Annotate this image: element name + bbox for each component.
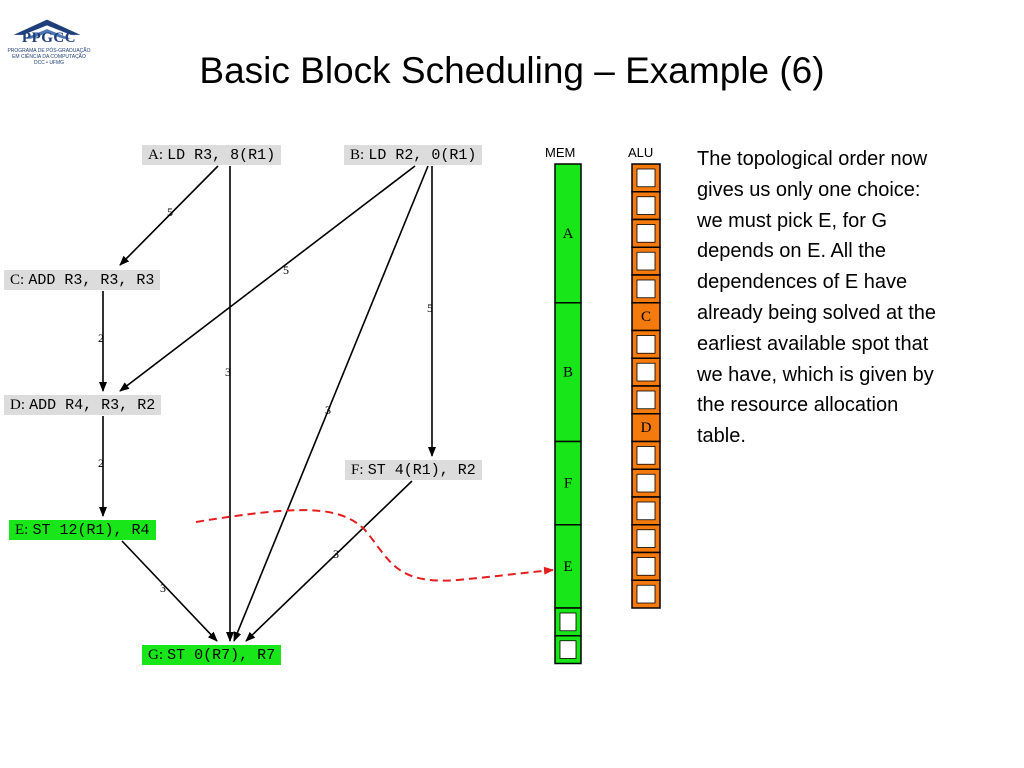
logo-subtitle-3: DCC • UFMG: [33, 60, 65, 66]
edge-weight-f-g: 3: [333, 547, 339, 561]
node-c-instruction: ADD R3, R3, R3: [28, 272, 155, 289]
edge-weight-c-d: 2: [98, 331, 104, 345]
logo-subtitle-1: PROGRAMA DE PÓS-GRADUAÇÃO: [7, 48, 91, 54]
schedule-arrow: [195, 509, 554, 582]
alu-slot: [631, 302, 661, 332]
edge-weight-a-c: 5: [167, 205, 173, 219]
mem-block-label-f: F: [564, 476, 572, 492]
node-f: F: ST 4(R1), R2: [345, 460, 482, 480]
node-b-label: B:: [350, 147, 365, 163]
edge-a-c: [119, 165, 219, 266]
alu-slot-label-d: D: [641, 420, 652, 436]
edge-weight-e-g: 3: [160, 581, 166, 595]
mem-column-label: MEM: [545, 145, 576, 160]
mem-block-e: [554, 524, 582, 609]
edge-b-g: [233, 165, 429, 642]
alu-slot: [631, 413, 661, 443]
alu-free-slot-box: [636, 446, 656, 465]
node-b-instruction: LD R2, 0(R1): [368, 147, 477, 164]
explanation-text: The topological order now gives us only …: [697, 148, 937, 448]
mem-block-f: [554, 440, 582, 526]
mem-free-slot-box: [559, 612, 577, 632]
edge-weight-d-e: 2: [98, 456, 104, 470]
alu-free-slot-box: [636, 501, 656, 521]
alu-free-slot-box: [636, 224, 656, 243]
alu-free-slot-box: [636, 390, 656, 410]
mem-block-label-a: A: [563, 226, 574, 242]
edge-weight-b-g: 3: [325, 403, 331, 417]
node-f-label: F:: [351, 462, 364, 478]
alu-free-slot-box: [636, 362, 656, 382]
edge-b-d: [119, 165, 416, 392]
edge-f-g: [245, 480, 413, 642]
node-d: D: ADD R4, R3, R2: [4, 395, 162, 415]
node-d-label: D:: [10, 397, 25, 413]
edge-e-g: [121, 540, 218, 642]
alu-slot-label-c: C: [641, 309, 651, 325]
logo-text: PPGCC: [21, 30, 77, 46]
mem-block-label-b: B: [563, 365, 573, 381]
mem-block-label-e: E: [563, 559, 572, 575]
edge-weight-b-f: 5: [427, 301, 433, 315]
alu-free-slot-box: [636, 196, 656, 215]
node-g-instruction: ST 0(R7), R7: [167, 647, 276, 664]
edge-weight-b-d: 5: [283, 263, 289, 277]
alu-free-slot-box: [636, 557, 656, 576]
node-c: C: ADD R3, R3, R3: [4, 270, 161, 290]
alu-free-slot-box: [636, 335, 656, 354]
node-a-instruction: LD R3, 8(R1): [167, 147, 276, 164]
node-e-instruction: ST 12(R1), R4: [32, 522, 150, 539]
alu-free-slot-box: [636, 529, 656, 548]
node-b: B: LD R2, 0(R1): [344, 145, 483, 165]
node-g-label: G:: [148, 647, 163, 663]
node-c-label: C:: [10, 272, 25, 288]
alu-free-slot-box: [636, 473, 656, 493]
alu-free-slot-box: [636, 279, 656, 299]
mem-free-slot-box: [559, 640, 577, 659]
node-e-label: E:: [15, 522, 29, 538]
node-e: E: ST 12(R1), R4: [9, 520, 156, 540]
node-a: A: LD R3, 8(R1): [142, 145, 282, 165]
logo-emblem: [13, 19, 81, 39]
logo-subtitle-2: EM CIÊNCIA DA COMPUTAÇÃO: [12, 54, 86, 60]
alu-free-slot-box: [636, 251, 656, 271]
alu-column-label: ALU: [628, 145, 654, 160]
slide-title: Basic Block Scheduling – Example (6): [199, 50, 825, 91]
node-d-instruction: ADD R4, R3, R2: [29, 397, 156, 414]
node-f-instruction: ST 4(R1), R2: [367, 462, 476, 479]
node-a-label: A:: [148, 147, 163, 163]
alu-free-slot-box: [636, 168, 656, 188]
mem-block-b: [554, 302, 582, 443]
node-g: G: ST 0(R7), R7: [142, 645, 282, 665]
edge-weight-a-g: 3: [225, 365, 231, 379]
alu-free-slot-box: [636, 584, 656, 604]
